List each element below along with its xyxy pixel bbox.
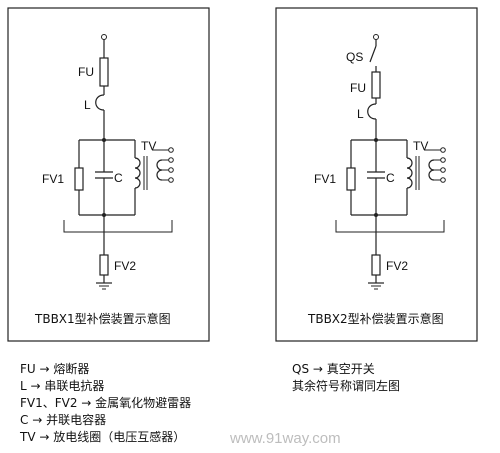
- right-tv-terminal-4: [440, 177, 446, 183]
- right-switch-symbol: [369, 45, 377, 63]
- right-top-terminal: [373, 34, 379, 40]
- right-enclosure-bracket: [335, 220, 445, 233]
- right-tv-primary-coil: [406, 157, 413, 189]
- left-label-l: L: [84, 98, 91, 112]
- right-fv2-symbol: [371, 254, 381, 276]
- left-label-c: C: [114, 171, 123, 185]
- right-label-c: C: [386, 171, 395, 185]
- left-label-fu: FU: [78, 65, 94, 79]
- legend-left-item: L → 串联电抗器: [20, 378, 104, 393]
- legend-left: FU → 熔断器 L → 串联电抗器 FV1、FV2 → 金属氧化物避雷器 C …: [19, 361, 191, 444]
- left-tv-secondary-coil: [156, 159, 163, 181]
- right-label-l: L: [357, 107, 364, 121]
- right-label-tv: TV: [413, 139, 428, 153]
- right-fv1-symbol: [346, 167, 356, 191]
- right-panel-frame: [275, 7, 478, 342]
- left-panel-caption: TBBX1型补偿装置示意图: [34, 311, 171, 326]
- left-tv-primary-coil: [134, 157, 141, 189]
- right-tv-terminal-3: [440, 167, 446, 173]
- legend-left-item: FU → 熔断器: [20, 361, 89, 376]
- right-panel-caption: TBBX2型补偿装置示意图: [307, 311, 444, 326]
- legend-right: QS → 真空开关 其余符号称谓同左图: [292, 362, 400, 393]
- left-tv-terminal-4: [168, 177, 174, 183]
- right-label-fv2: FV2: [386, 259, 408, 273]
- left-fv1-symbol: [74, 167, 84, 191]
- right-fuse-symbol: [371, 71, 381, 99]
- watermark: www.91way.com: [229, 430, 341, 447]
- legend-right-item: 其余符号称谓同左图: [292, 378, 400, 393]
- legend-left-item: C → 并联电容器: [20, 412, 106, 427]
- left-enclosure-bracket: [63, 220, 173, 233]
- left-tv-terminal-3: [168, 167, 174, 173]
- left-label-fv1: FV1: [42, 172, 64, 186]
- right-label-qs: QS: [346, 50, 363, 64]
- legend-left-item: TV → 放电线圈（电压互感器）: [19, 429, 185, 444]
- left-fuse-symbol: [99, 57, 109, 87]
- left-reactor-symbol: [95, 94, 105, 111]
- right-panel: QS FU L TV FV1 C FV2 TBBX2型补偿装置示意图: [275, 7, 478, 342]
- right-reactor-symbol: [367, 103, 377, 120]
- right-tv-secondary-coil: [428, 159, 435, 181]
- left-label-tv: TV: [141, 139, 156, 153]
- left-top-terminal: [101, 34, 107, 40]
- right-label-fu: FU: [350, 81, 366, 95]
- left-panel-frame: [7, 7, 210, 342]
- legend-right-item: QS → 真空开关: [292, 362, 375, 376]
- right-tv-terminal-1: [440, 147, 446, 153]
- left-label-fv2: FV2: [114, 259, 136, 273]
- right-label-fv1: FV1: [314, 172, 336, 186]
- left-tv-terminal-1: [168, 147, 174, 153]
- legend-left-item: FV1、FV2 → 金属氧化物避雷器: [20, 395, 191, 410]
- left-panel: FU L TV FV1 C FV2 TBBX1型补偿装置示意图: [7, 7, 210, 342]
- left-fv2-symbol: [99, 254, 109, 276]
- right-tv-terminal-2: [440, 157, 446, 163]
- left-tv-terminal-2: [168, 157, 174, 163]
